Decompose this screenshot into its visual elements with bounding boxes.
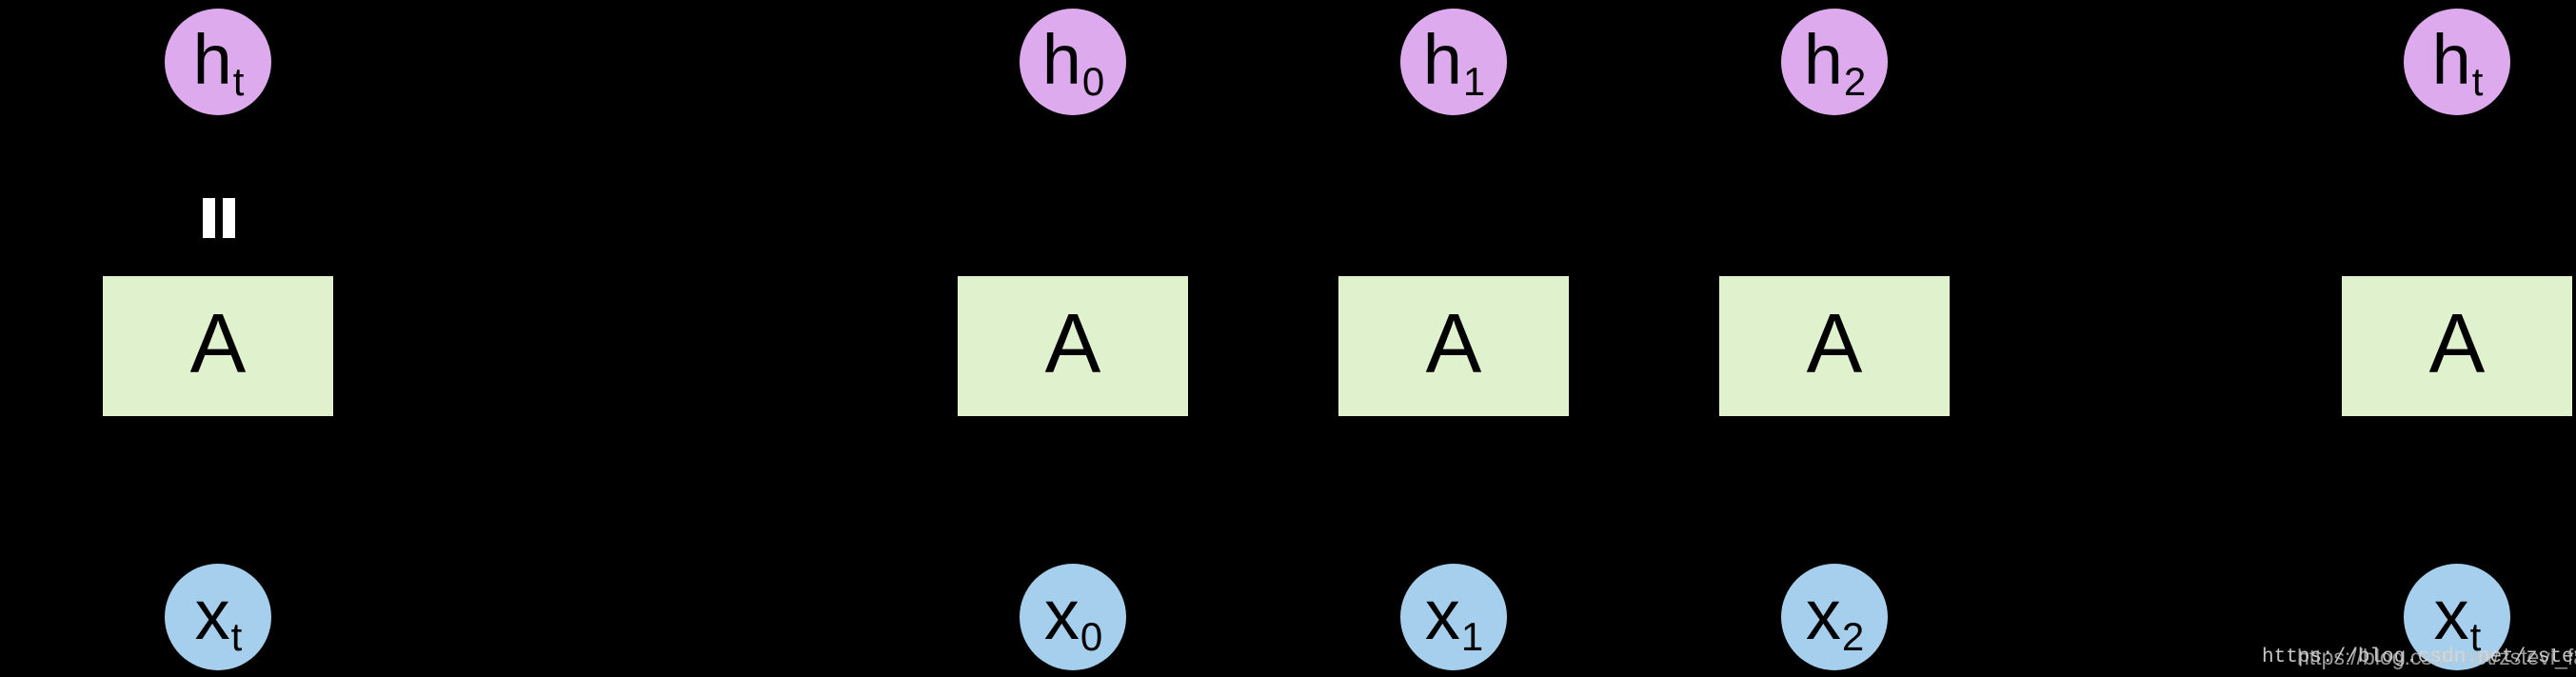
hidden-state-label-h2: h2 bbox=[1803, 20, 1867, 104]
hidden-state-node-ht-folded: ht bbox=[165, 9, 271, 115]
rnn-cell-step-2: A bbox=[1719, 276, 1950, 416]
rnn-cell-label-step-2: A bbox=[1806, 295, 1863, 390]
rnn-cell-label-step-t: A bbox=[2428, 295, 2486, 390]
rnn-cell-step-1: A bbox=[1338, 276, 1569, 416]
input-label-xt-unrolled: xt bbox=[2433, 575, 2482, 659]
equals-bar-right bbox=[223, 198, 235, 238]
rnn-cell-step-0: A bbox=[958, 276, 1188, 416]
input-node-xt-unrolled: xt bbox=[2404, 564, 2510, 670]
input-label-xt-folded: xt bbox=[194, 575, 243, 659]
input-node-xt-folded: xt bbox=[165, 564, 271, 670]
rnn-cell-step-t: A bbox=[2342, 276, 2572, 416]
hidden-state-node-h0: h0 bbox=[1020, 9, 1126, 115]
hidden-state-node-h2: h2 bbox=[1781, 9, 1888, 115]
rnn-cell-label-step-1: A bbox=[1425, 295, 1482, 390]
rnn-cell-label-folded: A bbox=[189, 295, 247, 390]
input-label-x0: x0 bbox=[1043, 575, 1103, 659]
hidden-state-label-h1: h1 bbox=[1422, 20, 1486, 104]
hidden-state-node-ht-unrolled: ht bbox=[2404, 9, 2510, 115]
rnn-cell-folded: A bbox=[103, 276, 333, 416]
input-label-x1: x1 bbox=[1424, 575, 1484, 659]
hidden-state-label-h0: h0 bbox=[1041, 20, 1105, 104]
equals-sign-icon bbox=[203, 198, 235, 238]
equals-bar-left bbox=[203, 198, 215, 238]
input-node-x0: x0 bbox=[1020, 564, 1126, 670]
hidden-state-label-ht-unrolled: ht bbox=[2431, 20, 2484, 104]
input-node-x2: x2 bbox=[1781, 564, 1888, 670]
input-label-x2: x2 bbox=[1805, 575, 1865, 659]
rnn-cell-label-step-0: A bbox=[1044, 295, 1101, 390]
hidden-state-label-ht-folded: ht bbox=[192, 20, 245, 104]
input-node-x1: x1 bbox=[1400, 564, 1507, 670]
hidden-state-node-h1: h1 bbox=[1400, 9, 1507, 115]
